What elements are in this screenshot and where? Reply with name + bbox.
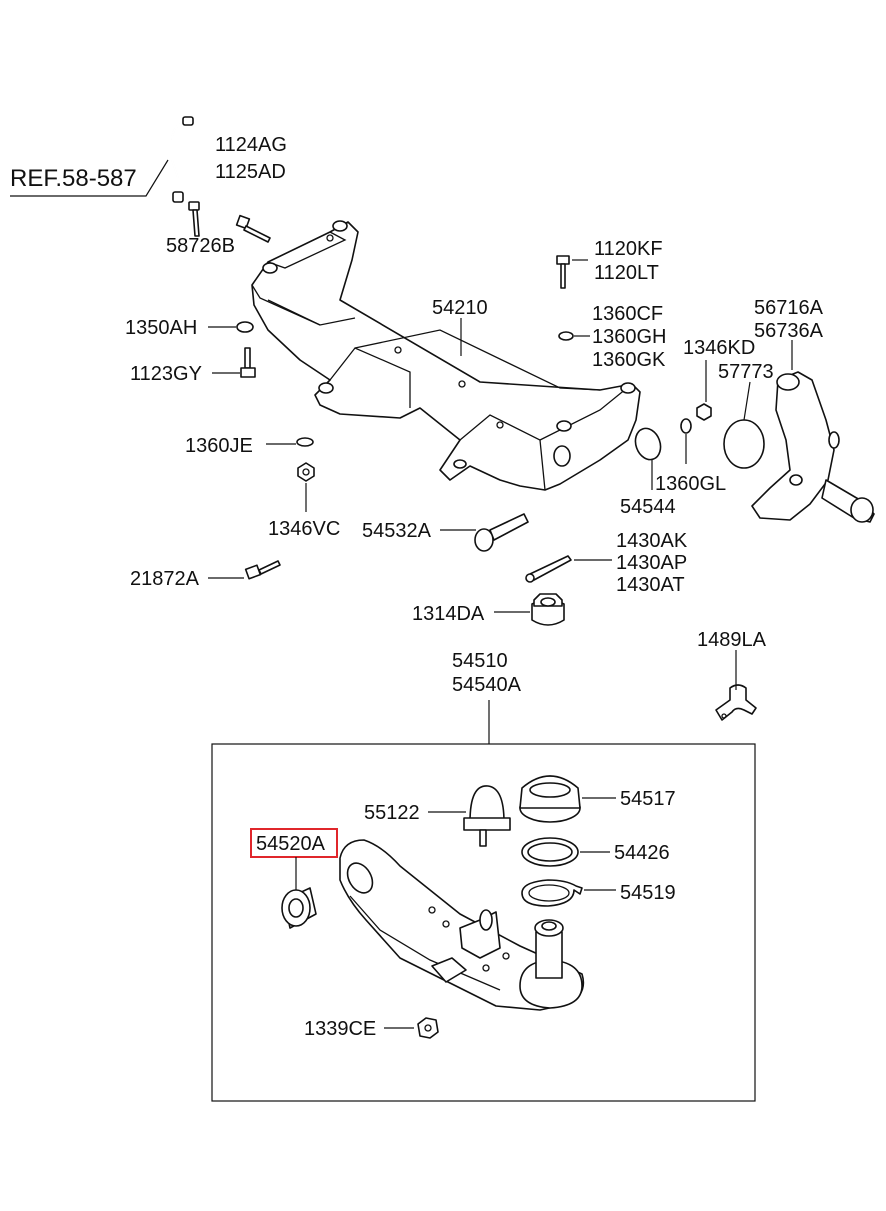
label-54532a[interactable]: 54532A xyxy=(362,520,432,542)
label-1339ce[interactable]: 1339CE xyxy=(304,1018,376,1040)
label-54540a[interactable]: 54540A xyxy=(452,674,522,696)
bolt-58726b xyxy=(188,201,200,237)
label-56736a[interactable]: 56736A xyxy=(754,320,824,342)
label-1120kf[interactable]: 1120KF xyxy=(594,238,663,260)
label-1346vc[interactable]: 1346VC xyxy=(268,518,340,540)
dust-cover-54517 xyxy=(519,775,581,823)
castle-nut-1314da xyxy=(531,593,565,626)
nut-1346kd xyxy=(696,403,712,421)
ref-leader xyxy=(10,159,169,197)
washer-1350ah xyxy=(236,321,254,333)
label-1125ad[interactable]: 1125AD xyxy=(215,161,286,183)
cotter-pin-1430ak xyxy=(525,555,572,583)
bolt-21872a xyxy=(244,560,281,580)
label-57773[interactable]: 57773 xyxy=(718,361,774,383)
label-1430ak[interactable]: 1430AK xyxy=(616,530,688,552)
label-1314da[interactable]: 1314DA xyxy=(412,603,485,625)
label-21872a[interactable]: 21872A xyxy=(130,568,200,590)
label-54210[interactable]: 54210 xyxy=(432,297,488,319)
label-1346kd[interactable]: 1346KD xyxy=(683,337,755,359)
label-1489la[interactable]: 1489LA xyxy=(697,629,767,651)
brake-hose xyxy=(171,116,194,203)
label-1360cf[interactable]: 1360CF xyxy=(592,303,663,325)
ring-54426 xyxy=(521,837,579,867)
label-54520a[interactable]: 54520A xyxy=(256,833,326,855)
ref-label[interactable]: REF.58-587 xyxy=(10,165,137,192)
pin-54532a xyxy=(474,513,529,552)
label-1360gl[interactable]: 1360GL xyxy=(655,473,726,495)
washer-1360gl xyxy=(680,418,692,434)
label-54426[interactable]: 54426 xyxy=(614,842,670,864)
assembly-frame xyxy=(211,743,756,1102)
label-1124ag[interactable]: 1124AG xyxy=(215,134,287,156)
highlight-54520a xyxy=(250,828,338,858)
o-ring-57773 xyxy=(723,419,765,469)
lower-arm xyxy=(339,839,585,1011)
knuckle-56716a xyxy=(751,371,875,523)
cap-54544 xyxy=(634,427,662,461)
label-54510[interactable]: 54510 xyxy=(452,650,508,672)
snap-ring-54519 xyxy=(521,879,583,907)
label-56716a[interactable]: 56716A xyxy=(754,297,824,319)
bushing-54520a xyxy=(281,887,317,929)
label-1360gk[interactable]: 1360GK xyxy=(592,349,666,371)
label-55122[interactable]: 55122 xyxy=(364,802,420,824)
clip-1489la xyxy=(715,684,757,721)
bolt-1124ag xyxy=(235,214,271,243)
label-1350ah[interactable]: 1350AH xyxy=(125,317,197,339)
washer-1360je xyxy=(296,437,314,447)
bump-stopper-55122 xyxy=(463,785,511,847)
washer-1360cf xyxy=(558,331,574,341)
label-1360gh[interactable]: 1360GH xyxy=(592,326,667,348)
label-54544[interactable]: 54544 xyxy=(620,496,676,518)
nut-1339ce xyxy=(417,1017,439,1039)
leader-57773 xyxy=(743,381,751,421)
crossmember-54210 xyxy=(251,220,641,491)
label-1430ap[interactable]: 1430AP xyxy=(616,552,687,574)
label-1123gy[interactable]: 1123GY xyxy=(130,363,202,385)
label-54517[interactable]: 54517 xyxy=(620,788,676,810)
label-54519[interactable]: 54519 xyxy=(620,882,676,904)
label-1430at[interactable]: 1430AT xyxy=(616,574,685,596)
label-1120lt[interactable]: 1120LT xyxy=(594,262,659,284)
nut-1346vc xyxy=(297,462,315,482)
label-58726b[interactable]: 58726B xyxy=(166,235,235,257)
label-1360je[interactable]: 1360JE xyxy=(185,435,253,457)
bolt-1120kf xyxy=(556,255,570,289)
bolt-1123gy xyxy=(240,347,256,378)
